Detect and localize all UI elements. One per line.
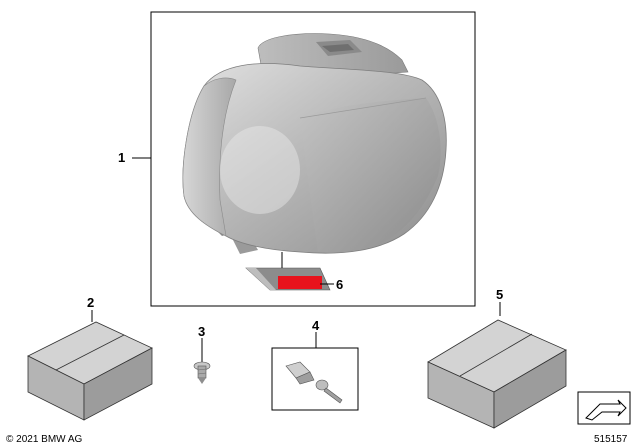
screw-image [193,361,211,384]
callout-1: 1 [118,150,125,165]
callout-2: 2 [87,295,94,310]
reflector-image [245,252,331,291]
callout-5: 5 [496,287,503,302]
callout-6: 6 [336,277,343,292]
case-frame [150,11,476,307]
callout-4: 4 [312,318,320,333]
lock-cylinder-image [285,361,315,385]
diagram-id: 515157 [594,434,628,445]
diagram-symbol-icon [577,391,631,425]
large-box-image [427,319,567,429]
callout-3: 3 [198,324,205,339]
lock-set-frame [271,347,359,411]
copyright-text: © 2021 BMW AG [6,434,83,445]
small-box-image [27,321,153,421]
top-case-image [182,33,447,254]
key-image [315,379,343,404]
reflector-red-lens [278,276,322,289]
